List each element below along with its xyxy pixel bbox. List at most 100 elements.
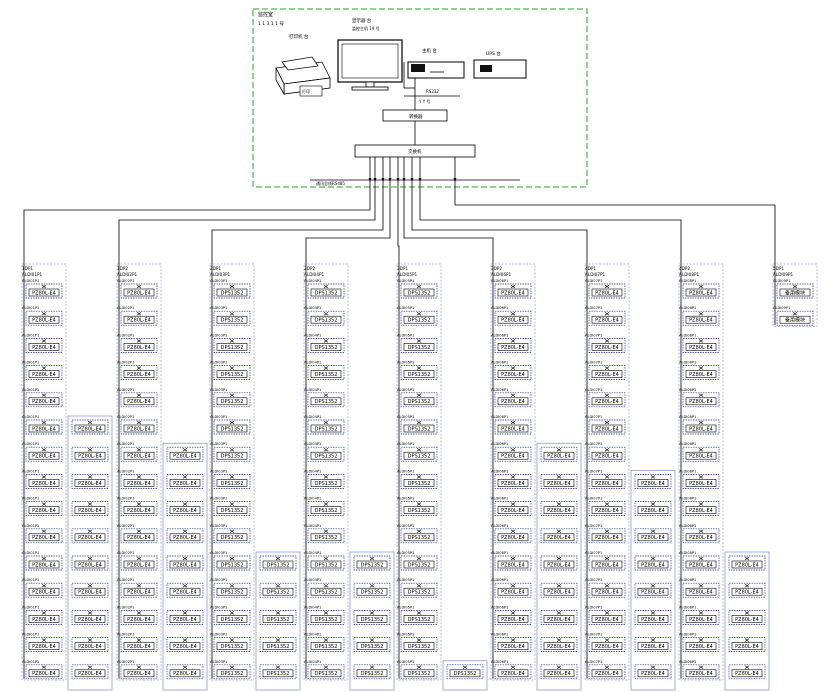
meter-box — [403, 533, 435, 542]
meter-unit: PZ80L-E4 — [588, 365, 626, 380]
meter-unit: PZ80L-E4 — [25, 338, 63, 353]
meter-box — [216, 397, 248, 406]
meter-unit: PZ80L-E4 — [166, 555, 204, 571]
bus-tap-marker — [418, 178, 422, 182]
meter-model: DPS1352 — [267, 671, 290, 677]
meter-model: DPS1352 — [267, 590, 290, 596]
breaker-icon — [87, 447, 93, 452]
meter-unit: DPS1352 — [400, 582, 438, 598]
meter-unit: DPS1352 — [307, 474, 345, 489]
circuit-label: ALDI08P1 — [679, 605, 696, 609]
meter-unit: PZ80L-E4 — [634, 637, 672, 652]
extra-panel — [442, 660, 488, 691]
meter-unit: PZ80L-E4 — [682, 419, 720, 435]
breaker-icon — [369, 556, 375, 561]
circuit-label: ALDI08P1 — [679, 415, 696, 419]
breaker-icon — [136, 665, 142, 670]
circuit-label: ALDI01P1 — [22, 415, 39, 419]
breaker-icon — [323, 502, 329, 506]
meter-unit: PZ80L-E4 — [540, 637, 578, 652]
bus-tap-marker — [388, 178, 392, 182]
breaker-icon — [87, 611, 93, 615]
meter-box — [123, 451, 155, 460]
meter-box — [310, 424, 342, 433]
meter-box — [637, 506, 669, 514]
breaker-icon — [698, 311, 704, 316]
printer-label: 打印机 台 — [289, 33, 309, 40]
meter-unit: PZ80L-E4 — [120, 637, 158, 652]
meter-model: PZ80L-E4 — [641, 535, 665, 541]
printer-icon — [275, 56, 331, 97]
breaker-icon — [604, 502, 610, 506]
meter-model: PZ80L-E4 — [595, 290, 619, 296]
meter-unit: DPS1352 — [400, 637, 438, 652]
meter-model: PZ80L-E4 — [547, 590, 571, 596]
station-title: 监控室 — [258, 11, 273, 18]
meter-box — [497, 560, 529, 569]
meter-box — [497, 397, 529, 406]
meter-box — [74, 533, 106, 542]
meter-unit: PZ80L-E4 — [166, 610, 204, 625]
breaker-icon — [556, 665, 562, 670]
meter-box — [497, 451, 529, 460]
breaker-icon — [744, 665, 750, 670]
meter-unit: PZ80L-E4 — [682, 446, 720, 462]
circuit-label: ALDI05P1 — [397, 361, 414, 365]
circuit-label: ALDI04P1 — [304, 442, 321, 446]
meter-model: PZ80L-E4 — [501, 617, 525, 623]
breaker-icon — [556, 556, 562, 561]
meter-model: DPS1352 — [315, 671, 338, 677]
breaker-icon — [229, 611, 235, 615]
meter-model: PZ80L-E4 — [595, 454, 619, 460]
circuit-label: ALDI06P1 — [491, 415, 508, 419]
meter-model: PZ80L-E4 — [689, 562, 713, 568]
meter-box — [497, 479, 529, 487]
meter-unit: PZ80L-E4 — [494, 501, 532, 516]
meter-unit: DPS1352 — [213, 582, 251, 598]
meter-box — [216, 669, 248, 678]
breaker-icon — [556, 611, 562, 615]
breaker-icon — [136, 556, 142, 561]
breaker-icon — [369, 638, 375, 642]
meter-box — [28, 288, 60, 297]
breaker-icon — [182, 475, 188, 479]
meter-model: PZ80L-E4 — [32, 481, 56, 487]
meter-box — [169, 479, 201, 487]
circuit-label: ALDI04P1 — [304, 279, 321, 283]
meter-unit: DPS1352 — [307, 446, 345, 462]
meter-box — [685, 560, 717, 569]
meter-box — [403, 615, 435, 623]
breaker-icon — [369, 611, 375, 615]
breaker-icon — [41, 366, 47, 370]
meter-unit: DPS1352 — [213, 528, 251, 544]
meter-model: DPS1352 — [361, 590, 384, 596]
meter-box — [685, 424, 717, 433]
breaker-icon — [229, 420, 235, 425]
bus-tap-marker — [373, 178, 377, 182]
meter-unit: DPS1352 — [259, 582, 297, 598]
meter-unit: PZ80L-E4 — [494, 392, 532, 408]
meter-box — [497, 669, 529, 678]
bus-label: 通讯总线RS485 — [316, 180, 345, 186]
meter-model: PZ80L-E4 — [501, 372, 525, 378]
meter-box — [28, 451, 60, 460]
breaker-icon — [182, 529, 188, 534]
breaker-icon — [604, 420, 610, 425]
circuit-label: ALDI01P1 — [22, 279, 39, 283]
breaker-icon — [229, 638, 235, 642]
meter-box — [497, 343, 529, 351]
meter-unit: PZ80L-E4 — [25, 283, 63, 299]
meter-box — [591, 560, 623, 569]
column-header: 3DP1 — [397, 266, 408, 271]
circuit-label: ALDI08P1 — [679, 633, 696, 637]
bus-tap-marker — [402, 178, 406, 182]
breaker-icon — [41, 420, 47, 425]
meter-box — [591, 533, 623, 542]
meter-box — [310, 343, 342, 351]
meter-model: PZ80L-E4 — [501, 590, 525, 596]
branch-line — [403, 157, 494, 266]
meter-unit: DPS1352 — [400, 664, 438, 680]
breaker-icon — [229, 284, 235, 289]
breaker-icon — [604, 475, 610, 479]
meter-unit: PZ80L-E4 — [540, 528, 578, 544]
